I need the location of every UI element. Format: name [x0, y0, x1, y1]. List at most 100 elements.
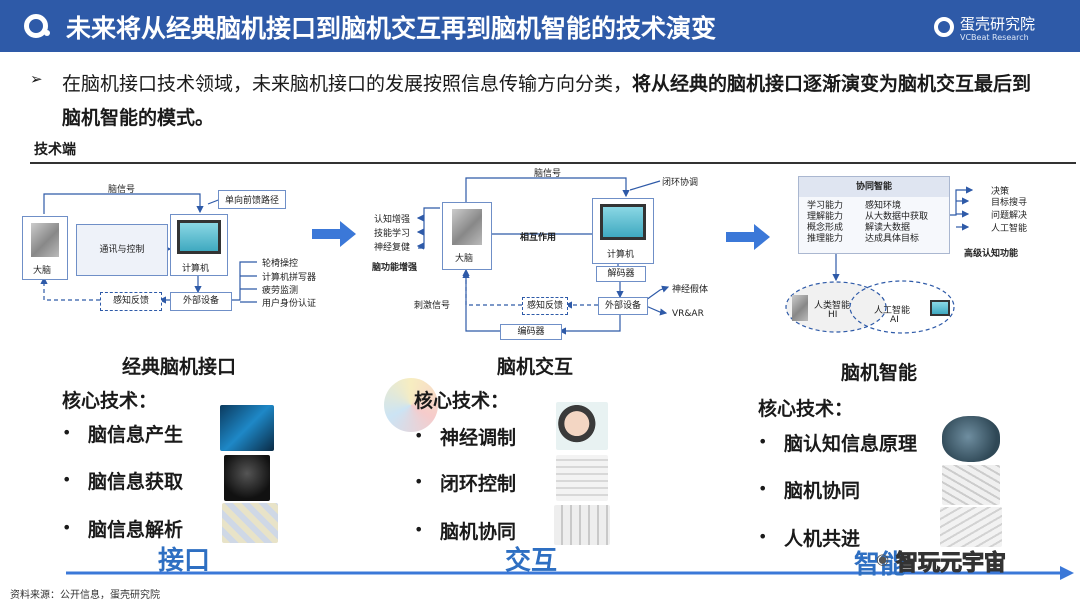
- d3-output-1: 决策: [991, 187, 1010, 197]
- cartoon-face-image: [556, 402, 608, 450]
- d3-high-label: 高级认知功能: [964, 249, 1019, 259]
- bullet-dot: •: [414, 472, 424, 491]
- d2-encoder-box: 编码器: [500, 324, 562, 340]
- section-3-item-3: 人机共进: [784, 528, 861, 550]
- footer-source: 资料来源：公开信息，蛋壳研究院: [10, 590, 160, 601]
- title-ring-icon: [24, 14, 48, 38]
- d2-device-box: 外部设备: [598, 297, 648, 315]
- d3-right-item-1: 感知环境: [865, 201, 902, 211]
- monitor-icon: [600, 204, 646, 240]
- logo-icon: [934, 17, 954, 37]
- bullet-arrow-icon: ➢: [30, 70, 43, 88]
- intro-paragraph: 在脑机接口技术领域，未来脑机接口的发展按照信息传输方向分类，将从经典的脑机接口逐…: [62, 67, 1042, 135]
- head-image: [224, 455, 270, 501]
- section-1-item-3: 脑信息解析: [88, 519, 184, 541]
- circuit-image: [556, 455, 608, 501]
- person-icon: [31, 223, 59, 257]
- d1-device-box: 外部设备: [170, 292, 232, 311]
- stage-label-1: 接口: [158, 546, 211, 576]
- brain-scan-image: [220, 405, 274, 451]
- d3-output-3: 问题解决: [991, 211, 1028, 221]
- logo-name: 蛋壳研究院: [960, 15, 1036, 33]
- d3-left-item-3: 概念形成: [807, 223, 844, 233]
- bullet-dot: •: [62, 423, 72, 442]
- sketch-image: [942, 465, 1000, 505]
- d3-right-item-2: 从大数据中获取: [865, 212, 929, 222]
- d1-brain-box: 大脑: [22, 216, 68, 280]
- d1-signal-label: 脑信号: [108, 185, 136, 195]
- bullet-dot: •: [758, 527, 768, 546]
- section-title-1: 经典脑机接口: [122, 356, 237, 378]
- d2-computer-label: 计算机: [607, 250, 635, 260]
- intro-bold: 将从经典的脑机接口逐渐演变为脑机交互最后到脑机智能的模式。: [62, 73, 1032, 129]
- watermark-text: 智玩元宇宙: [895, 551, 1007, 577]
- d2-stimulus-label: 刺激信号: [414, 301, 451, 311]
- d1-computer-label: 计算机: [182, 264, 210, 274]
- robot-image: [940, 507, 1002, 547]
- intro-normal: 在脑机接口技术领域，未来脑机接口的发展按照信息传输方向分类，: [62, 73, 633, 95]
- d1-comm-box: 通讯与控制: [76, 224, 168, 276]
- d3-hi-label: 人类智能: [814, 301, 851, 311]
- d2-decoder-box: 解码器: [596, 266, 646, 282]
- d3-right-item-4: 达成具体目标: [865, 234, 920, 244]
- page-title: 未来将从经典脑机接口到脑机交互再到脑机智能的技术演变: [66, 14, 717, 43]
- d2-signal-label: 脑信号: [534, 169, 562, 179]
- d3-left-item-2: 理解能力: [807, 212, 844, 222]
- core-label-1: 核心技术：: [62, 390, 158, 412]
- d2-brain-box: 大脑: [442, 202, 492, 270]
- d2-boost-item-1: 认知增强: [374, 215, 411, 225]
- d3-left-item-1: 学习能力: [807, 201, 844, 211]
- d2-brain-label: 大脑: [455, 254, 474, 264]
- monitor-icon: [930, 300, 950, 316]
- d1-feedback-box: 感知反馈: [100, 292, 162, 311]
- d1-output-3: 疲劳监测: [262, 286, 299, 296]
- person-icon: [792, 295, 808, 321]
- core-label-2: 核心技术：: [414, 390, 510, 412]
- d3-hi-abbr: HI: [828, 310, 838, 320]
- d3-ai-abbr: AI: [890, 315, 899, 325]
- section-3-item-1: 脑认知信息原理: [784, 433, 918, 455]
- d3-center-label: 协同智能: [799, 177, 949, 197]
- d2-boost-label: 脑功能增强: [372, 263, 418, 273]
- d1-path-label: 单向前馈路径: [218, 190, 287, 209]
- stage-label-2: 交互: [505, 546, 558, 576]
- d3-panel: 协同智能 学习能力 理解能力 概念形成 推理能力 感知环境 从大数据中获取 解读…: [798, 176, 950, 254]
- section-2-item-2: 闭环控制: [440, 473, 517, 495]
- divider: [30, 162, 1076, 164]
- d2-interaction-label: 相互作用: [520, 233, 557, 243]
- d1-output-4: 用户身份认证: [262, 299, 317, 309]
- d1-computer-box: 计算机: [170, 214, 228, 276]
- core-label-3: 核心技术：: [758, 398, 854, 420]
- section-1-item-1: 脑信息产生: [88, 424, 184, 446]
- section-2-item-3: 脑机协同: [440, 521, 517, 543]
- section-3-item-2: 脑机协同: [784, 480, 861, 502]
- d2-output-2: VR&AR: [672, 309, 704, 319]
- bullet-dot: •: [758, 432, 768, 451]
- d2-boost-item-2: 技能学习: [374, 229, 411, 239]
- section-2-item-1: 神经调制: [440, 427, 517, 449]
- wechat-icon: ◉: [876, 550, 890, 568]
- d3-ai-label: 人工智能: [874, 306, 911, 316]
- d1-output-2: 计算机拼写器: [262, 273, 317, 283]
- monitor-icon: [177, 220, 221, 254]
- d1-output-1: 轮椅操控: [262, 259, 299, 269]
- bullet-dot: •: [62, 470, 72, 489]
- d2-computer-box: 计算机: [592, 198, 654, 264]
- bullet-dot: •: [414, 520, 424, 539]
- person-icon: [452, 209, 482, 245]
- d2-feedback-box: 感知反馈: [522, 297, 568, 315]
- d3-left-list: 学习能力 理解能力 概念形成 推理能力: [807, 201, 843, 245]
- section-1-item-2: 脑信息获取: [88, 471, 184, 493]
- title-dot-icon: [44, 30, 50, 36]
- logo-subtitle: VCBeat Research: [960, 33, 1029, 42]
- bullet-dot: •: [62, 518, 72, 537]
- device-image: [554, 505, 610, 545]
- d1-brain-label: 大脑: [33, 266, 52, 276]
- decor-circle-icon: [384, 378, 438, 432]
- d3-output-2: 目标搜寻: [991, 198, 1028, 208]
- d3-right-list: 感知环境 从大数据中获取 解读大数据 达成具体目标: [865, 201, 928, 245]
- bullet-dot: •: [414, 426, 424, 445]
- title-bar: [0, 0, 1080, 52]
- d2-loop-label: 闭环协调: [662, 178, 699, 188]
